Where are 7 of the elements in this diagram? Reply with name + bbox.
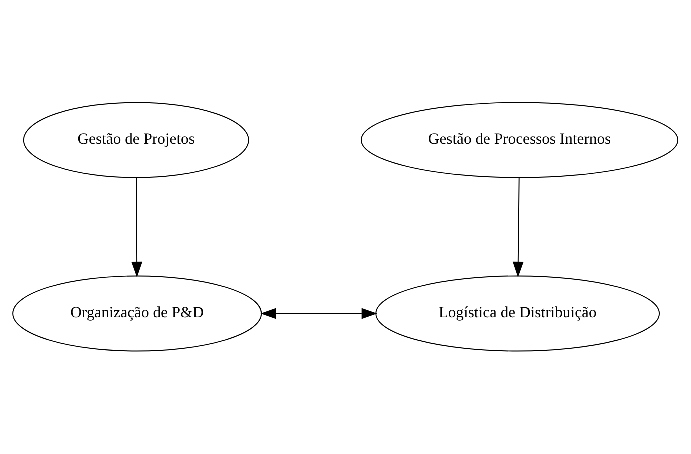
node-ellipse: Organização de P&D — [12, 276, 262, 352]
arrow — [260, 308, 378, 320]
arrow — [512, 177, 524, 278]
node-ellipse: Gestão de Processos Internos — [360, 102, 679, 178]
node-ellipse: Logística de Distribuição — [376, 276, 660, 352]
arrow — [132, 177, 143, 278]
node-ellipse: Gestão de Projetos — [23, 102, 250, 178]
